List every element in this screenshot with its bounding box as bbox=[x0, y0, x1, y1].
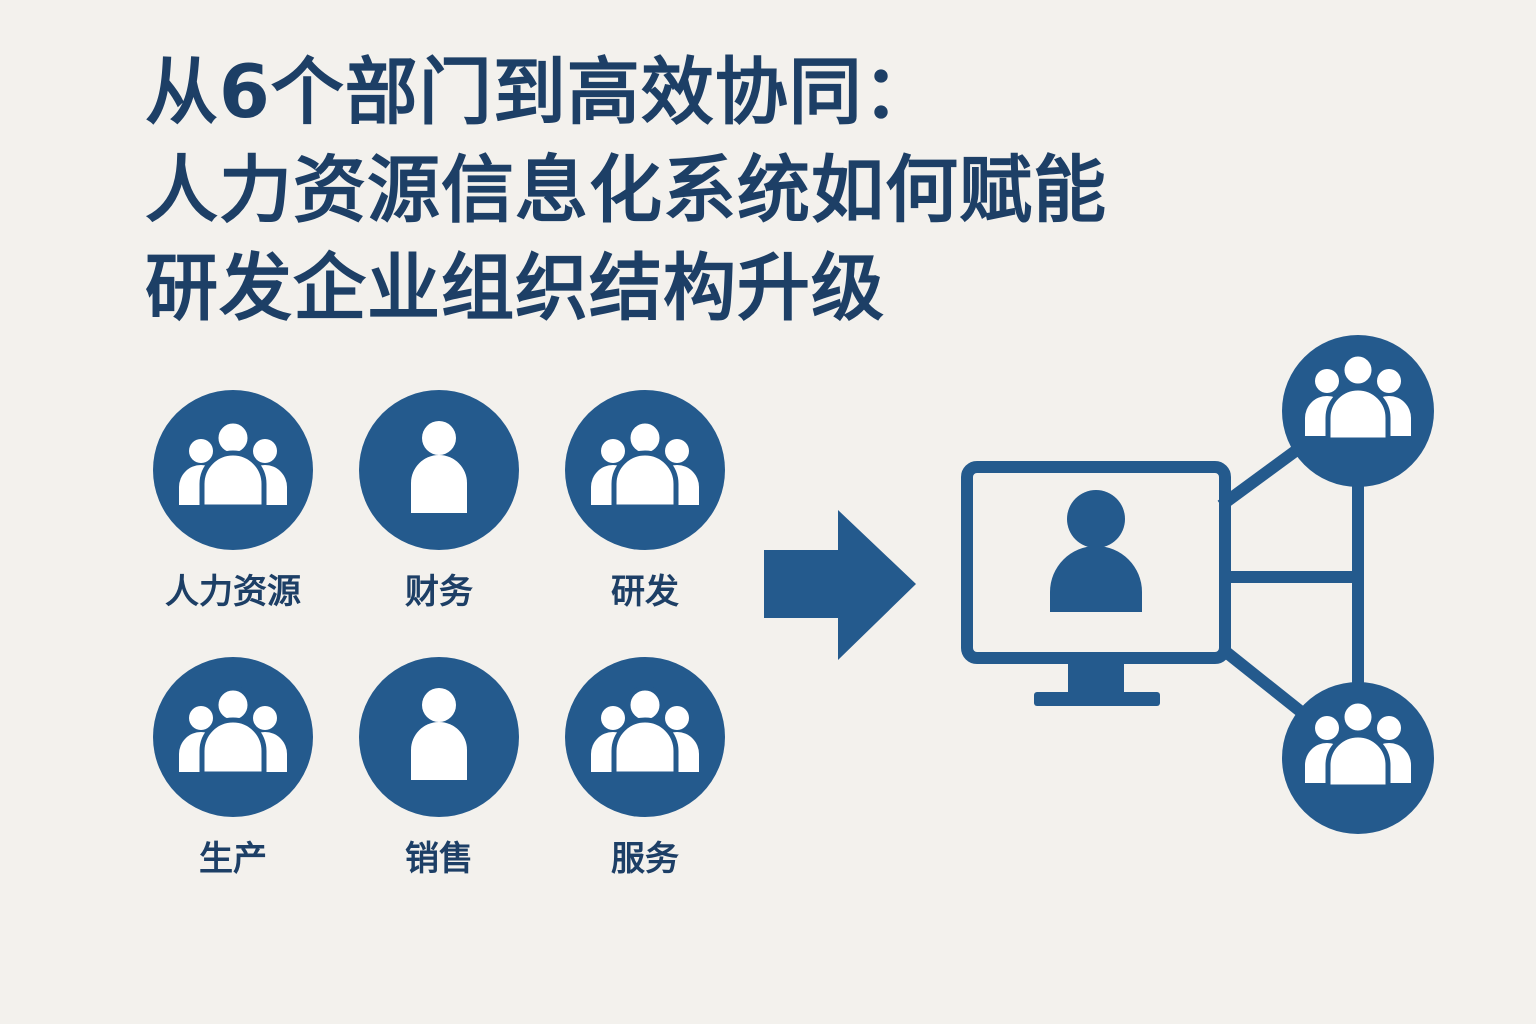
department-label: 研发 bbox=[611, 572, 679, 612]
department-rnd: 研发 bbox=[535, 390, 755, 616]
person-icon bbox=[359, 390, 519, 550]
connector-lines bbox=[1217, 435, 1364, 724]
department-hr: 人力资源 bbox=[123, 390, 343, 616]
department-service: 服务 bbox=[535, 657, 755, 883]
department-label: 生产 bbox=[199, 839, 267, 879]
group-icon bbox=[565, 657, 725, 817]
title-line-3: 研发企业组织结构升级 bbox=[145, 246, 885, 331]
department-production: 生产 bbox=[123, 657, 343, 883]
group-icon bbox=[565, 390, 725, 550]
department-label: 财务 bbox=[405, 572, 473, 612]
group-icon bbox=[1282, 682, 1434, 834]
department-label: 销售 bbox=[405, 839, 473, 879]
title-line-1: 从6个部门到高效协同： bbox=[145, 50, 937, 135]
person-icon bbox=[1067, 490, 1125, 548]
group-icon bbox=[153, 657, 313, 817]
department-sales: 销售 bbox=[329, 657, 549, 883]
arrow-right-icon bbox=[764, 510, 916, 660]
department-label: 人力资源 bbox=[165, 572, 301, 612]
person-icon bbox=[359, 657, 519, 817]
group-icon bbox=[153, 390, 313, 550]
title-line-2: 人力资源信息化系统如何赋能 bbox=[145, 148, 1107, 233]
department-finance: 财务 bbox=[329, 390, 549, 616]
page-title: 从6个部门到高效协同： 人力资源信息化系统如何赋能 研发企业组织结构升级 bbox=[145, 44, 1405, 338]
group-icon bbox=[1282, 335, 1434, 487]
department-label: 服务 bbox=[611, 839, 679, 879]
monitor-icon bbox=[961, 461, 1231, 706]
